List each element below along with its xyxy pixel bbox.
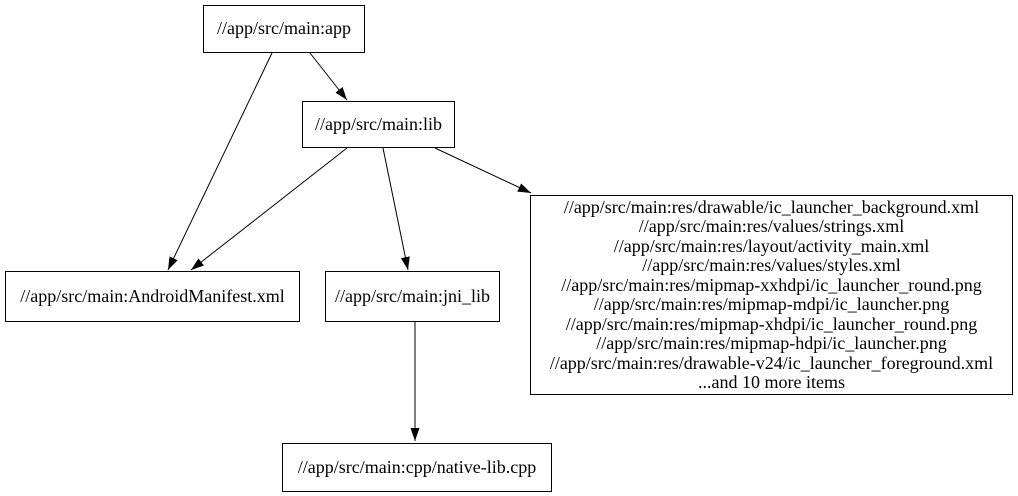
node-label-line: //app/src/main:AndroidManifest.xml	[20, 285, 285, 306]
node-label-line: //app/src/main:res/mipmap-xhdpi/ic_launc…	[565, 313, 978, 334]
graph-node-android-manifest: //app/src/main:AndroidManifest.xml	[5, 271, 300, 322]
edge-app-to-lib	[309, 52, 348, 101]
graph-node-app: //app/src/main:app	[203, 5, 365, 53]
node-label-line: //app/src/main:res/drawable/ic_launcher_…	[563, 196, 980, 217]
graph-node-jni-lib: //app/src/main:jni_lib	[325, 271, 500, 322]
node-label-line: //app/src/main:res/values/strings.xml	[638, 216, 905, 236]
node-label-line: ...and 10 more items	[698, 372, 845, 392]
edge-lib-to-res-group	[434, 147, 532, 194]
node-label-line: //app/src/main:res/mipmap-xxhdpi/ic_laun…	[561, 274, 982, 295]
edge-app-to-android-manifest	[167, 52, 273, 271]
node-label-line: //app/src/main:res/drawable-v24/ic_launc…	[549, 352, 994, 373]
edge-lib-to-android-manifest	[190, 147, 348, 271]
node-label-line: //app/src/main:res/mipmap-mdpi/ic_launch…	[593, 294, 950, 314]
graph-node-res-group: //app/src/main:res/drawable/ic_launcher_…	[530, 195, 1013, 395]
node-label-line: //app/src/main:res/mipmap-hdpi/ic_launch…	[596, 333, 947, 353]
graph-node-lib: //app/src/main:lib	[302, 101, 455, 148]
node-label-line: //app/src/main:lib	[315, 113, 442, 134]
node-label-line: //app/src/main:jni_lib	[335, 285, 490, 306]
node-label-line: //app/src/main:res/layout/activity_main.…	[613, 235, 930, 256]
node-label-line: //app/src/main:cpp/native-lib.cpp	[297, 456, 537, 477]
node-label-line: //app/src/main:res/values/styles.xml	[642, 255, 901, 275]
graph-node-native-lib-cpp: //app/src/main:cpp/native-lib.cpp	[282, 443, 552, 492]
edge-lib-to-jni-lib	[382, 147, 410, 271]
node-label-line: //app/src/main:app	[217, 18, 351, 39]
